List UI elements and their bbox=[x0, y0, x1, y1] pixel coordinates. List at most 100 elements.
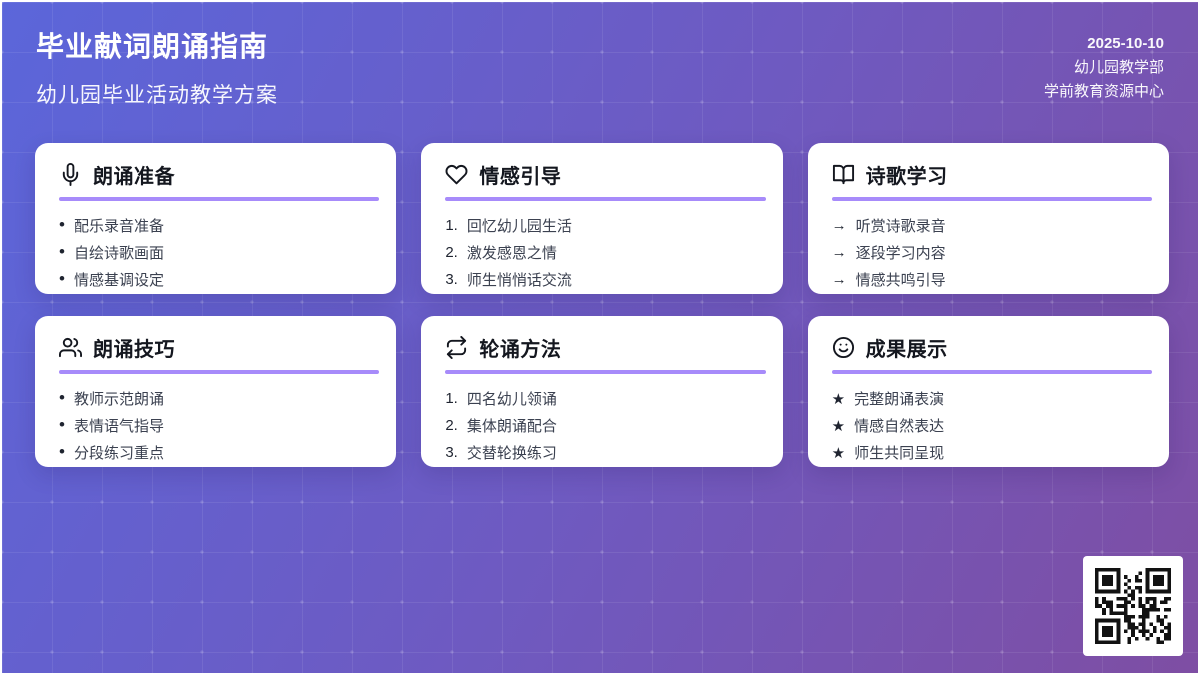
list-item: • 配乐录音准备 bbox=[59, 212, 379, 239]
list-item: → 逐段学习内容 bbox=[832, 239, 1152, 266]
card-head: 朗诵技巧 bbox=[59, 333, 379, 362]
page-subtitle: 幼儿园毕业活动教学方案 bbox=[36, 83, 278, 107]
repeat-icon bbox=[445, 336, 468, 359]
item-marker: • bbox=[59, 242, 65, 261]
meta-center: 学前教育资源中心 bbox=[1043, 83, 1164, 100]
item-text: 逐段学习内容 bbox=[855, 245, 946, 262]
meta-org: 幼儿园教学部 bbox=[1073, 59, 1164, 76]
header: 毕业献词朗诵指南 幼儿园毕业活动教学方案 bbox=[36, 30, 278, 109]
card-items: ★ 完整朗诵表演 ★ 情感自然表达 ★ 师生共同呈现 bbox=[832, 385, 1152, 466]
mic-icon bbox=[59, 163, 82, 186]
item-text: 表情语气指导 bbox=[73, 418, 164, 435]
item-text: 自绘诗歌画面 bbox=[73, 245, 164, 262]
item-text: 四名幼儿领诵 bbox=[466, 391, 557, 408]
meta-date: 2025-10-10 bbox=[1087, 35, 1164, 52]
list-item: 2. 集体朗诵配合 bbox=[445, 412, 765, 439]
list-item: • 情感基调设定 bbox=[59, 266, 379, 293]
item-marker: 2. bbox=[445, 417, 458, 434]
item-text: 激发感恩之情 bbox=[466, 245, 557, 262]
card-items: → 听赏诗歌录音 → 逐段学习内容 → 情感共鸣引导 bbox=[832, 212, 1152, 293]
card-items: 1. 回忆幼儿园生活 2. 激发感恩之情 3. 师生悄悄话交流 bbox=[445, 212, 765, 293]
card-title: 成果展示 bbox=[865, 339, 948, 361]
item-marker: • bbox=[59, 269, 65, 288]
card-title: 情感引导 bbox=[479, 166, 562, 188]
item-marker: ★ bbox=[831, 444, 846, 462]
card-results-show: 成果展示 ★ 完整朗诵表演 ★ 情感自然表达 ★ 师生共同呈现 bbox=[807, 316, 1169, 467]
smile-icon bbox=[832, 336, 855, 359]
item-marker: 2. bbox=[445, 244, 458, 261]
card-title: 朗诵准备 bbox=[93, 166, 175, 188]
list-item: 1. 回忆幼儿园生活 bbox=[445, 212, 765, 239]
qr-code bbox=[1083, 556, 1183, 656]
book-open-icon bbox=[832, 163, 855, 186]
item-text: 听赏诗歌录音 bbox=[855, 218, 946, 235]
card-title: 朗诵技巧 bbox=[93, 339, 175, 361]
card-items: • 教师示范朗诵 • 表情语气指导 • 分段练习重点 bbox=[59, 385, 379, 466]
card-head: 情感引导 bbox=[445, 160, 765, 189]
list-item: 3. 师生悄悄话交流 bbox=[445, 266, 765, 293]
card-grid: 朗诵准备 • 配乐录音准备 • 自绘诗歌画面 • 情感基调设定 情感引导 1. 回忆幼儿… bbox=[35, 143, 1169, 467]
card-underline bbox=[445, 370, 766, 374]
item-marker: → bbox=[831, 217, 847, 234]
card-head: 朗诵准备 bbox=[59, 160, 379, 189]
item-text: 情感基调设定 bbox=[73, 272, 164, 289]
item-marker: • bbox=[59, 215, 65, 234]
list-item: → 情感共鸣引导 bbox=[832, 266, 1152, 293]
list-item: → 听赏诗歌录音 bbox=[832, 212, 1152, 239]
heart-icon bbox=[445, 163, 468, 186]
page-title: 毕业献词朗诵指南 bbox=[36, 31, 269, 62]
item-marker: • bbox=[59, 442, 65, 461]
card-emotion-guide: 情感引导 1. 回忆幼儿园生活 2. 激发感恩之情 3. 师生悄悄话交流 bbox=[421, 143, 783, 294]
item-text: 情感自然表达 bbox=[854, 418, 945, 435]
item-text: 教师示范朗诵 bbox=[73, 391, 164, 408]
card-underline bbox=[831, 370, 1152, 374]
card-items: • 配乐录音准备 • 自绘诗歌画面 • 情感基调设定 bbox=[59, 212, 379, 293]
list-item: 3. 交替轮换练习 bbox=[445, 439, 765, 466]
item-marker: 3. bbox=[445, 444, 458, 461]
item-text: 回忆幼儿园生活 bbox=[466, 218, 572, 235]
card-underline bbox=[59, 197, 380, 201]
list-item: • 教师示范朗诵 bbox=[59, 385, 379, 412]
card-head: 轮诵方法 bbox=[445, 333, 765, 362]
item-text: 分段练习重点 bbox=[73, 445, 164, 462]
item-text: 师生共同呈现 bbox=[854, 445, 945, 462]
list-item: ★ 师生共同呈现 bbox=[832, 439, 1152, 466]
item-marker: 1. bbox=[445, 217, 458, 234]
card-poem-study: 诗歌学习 → 听赏诗歌录音 → 逐段学习内容 → 情感共鸣引导 bbox=[807, 143, 1169, 294]
card-title: 诗歌学习 bbox=[865, 166, 948, 188]
item-marker: • bbox=[59, 388, 65, 407]
header-meta: 2025-10-10 幼儿园教学部 学前教育资源中心 bbox=[1044, 32, 1164, 104]
item-marker: ★ bbox=[831, 417, 846, 435]
item-text: 交替轮换练习 bbox=[466, 445, 557, 462]
item-marker: → bbox=[831, 244, 847, 261]
card-underline bbox=[831, 197, 1152, 201]
card-underline bbox=[59, 370, 380, 374]
users-icon bbox=[59, 336, 82, 359]
item-text: 情感共鸣引导 bbox=[855, 272, 946, 289]
item-text: 完整朗诵表演 bbox=[854, 391, 945, 408]
item-text: 配乐录音准备 bbox=[73, 218, 164, 235]
card-items: 1. 四名幼儿领诵 2. 集体朗诵配合 3. 交替轮换练习 bbox=[445, 385, 765, 466]
card-head: 成果展示 bbox=[832, 333, 1152, 362]
list-item: • 分段练习重点 bbox=[59, 439, 379, 466]
card-rotation-method: 轮诵方法 1. 四名幼儿领诵 2. 集体朗诵配合 3. 交替轮换练习 bbox=[421, 316, 783, 467]
item-text: 集体朗诵配合 bbox=[466, 418, 557, 435]
list-item: • 自绘诗歌画面 bbox=[59, 239, 379, 266]
card-underline bbox=[445, 197, 766, 201]
qr-code-pattern bbox=[1095, 568, 1171, 644]
item-marker: ★ bbox=[831, 390, 846, 408]
list-item: ★ 情感自然表达 bbox=[832, 412, 1152, 439]
card-title: 轮诵方法 bbox=[479, 339, 562, 361]
item-marker: → bbox=[831, 271, 847, 288]
item-marker: • bbox=[59, 415, 65, 434]
card-head: 诗歌学习 bbox=[832, 160, 1152, 189]
list-item: ★ 完整朗诵表演 bbox=[832, 385, 1152, 412]
list-item: 2. 激发感恩之情 bbox=[445, 239, 765, 266]
item-marker: 1. bbox=[445, 390, 458, 407]
item-marker: 3. bbox=[445, 271, 458, 288]
card-recitation-prep: 朗诵准备 • 配乐录音准备 • 自绘诗歌画面 • 情感基调设定 bbox=[35, 143, 397, 294]
item-text: 师生悄悄话交流 bbox=[466, 272, 572, 289]
list-item: 1. 四名幼儿领诵 bbox=[445, 385, 765, 412]
card-recitation-skills: 朗诵技巧 • 教师示范朗诵 • 表情语气指导 • 分段练习重点 bbox=[35, 316, 397, 467]
list-item: • 表情语气指导 bbox=[59, 412, 379, 439]
